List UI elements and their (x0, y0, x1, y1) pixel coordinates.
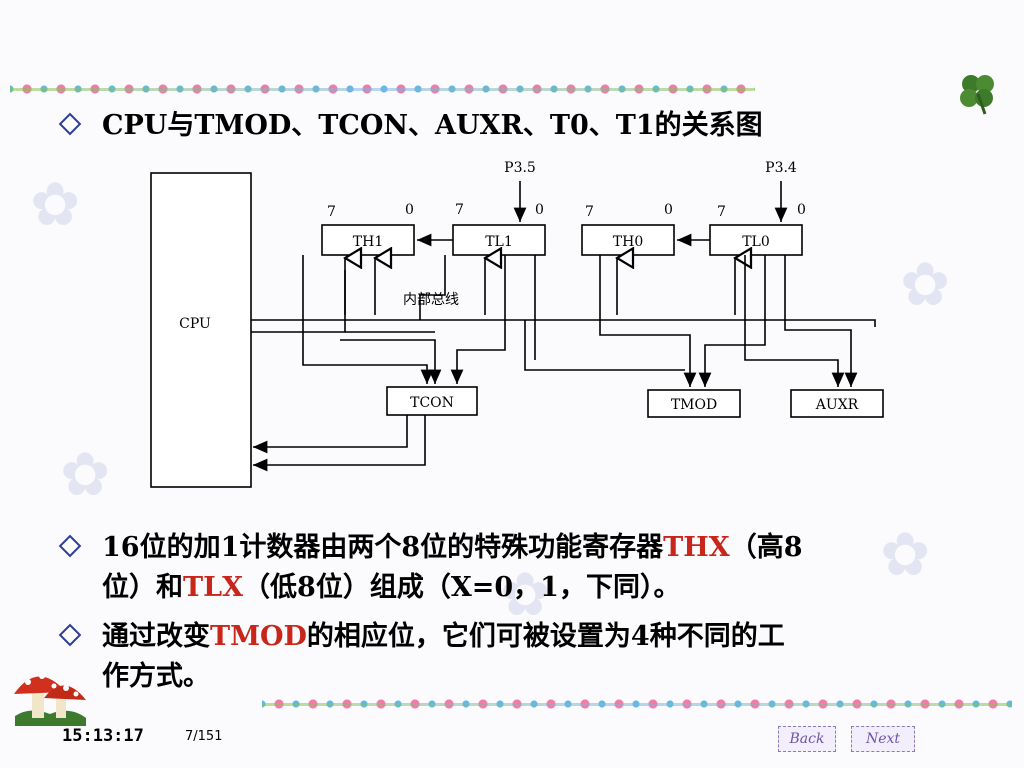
th1-box (321, 224, 415, 256)
tl0-bit-hi: 7 (717, 204, 726, 220)
watermark-flower: ✿ (60, 440, 111, 510)
th0-bit-lo: 0 (664, 202, 673, 218)
th0-label: TH0 (613, 234, 643, 250)
garland-bottom-divider (262, 697, 1012, 711)
paragraph-tmod: 通过改变TMOD的相应位，它们可被设置为4种不同的工 作方式。 (58, 617, 785, 697)
diamond-bullet-icon (58, 623, 82, 647)
paragraph-counter: 16位的加1计数器由两个8位的特殊功能寄存器THX（高8 位）和TLX（低8位）… (58, 528, 803, 608)
tcon-box (386, 386, 478, 416)
paragraph-line-1: 16位的加1计数器由两个8位的特殊功能寄存器THX（高8 (102, 532, 803, 563)
tl1-bit-hi: 7 (455, 202, 464, 218)
register-relationship-diagram: CPU TH1 TL1 TH0 TL0 TCON TMOD AUXR 内部总线 … (150, 160, 884, 488)
p34-label: P3.4 (765, 160, 797, 176)
tl0-bit-lo: 0 (797, 202, 806, 218)
diamond-bullet-icon (58, 534, 82, 558)
th0-bit-hi: 7 (585, 204, 594, 220)
cpu-label: CPU (179, 316, 211, 332)
clover-icon (960, 75, 994, 115)
paragraph-line-1: 通过改变TMOD的相应位，它们可被设置为4种不同的工 (102, 621, 785, 652)
back-button[interactable]: Back (778, 726, 836, 752)
tl1-bit-lo: 0 (535, 202, 544, 218)
tmod-box (647, 389, 741, 418)
mushroom-icon (14, 673, 86, 726)
tcon-label: TCON (410, 395, 454, 411)
auxr-label: AUXR (815, 397, 859, 413)
tlx-highlight: TLX (183, 572, 244, 603)
th1-bit-hi: 7 (327, 204, 336, 220)
tl0-box (709, 224, 803, 256)
diamond-bullet-icon (58, 112, 82, 136)
page-number: 7/151 (185, 729, 223, 744)
slide-title: CPU与TMOD、TCON、AUXR、T0、T1的关系图 (58, 106, 763, 146)
watermark-flower: ✿ (880, 520, 931, 590)
paragraph-line-2: 位）和TLX（低8位）组成（X=0，1，下同）。 (102, 572, 681, 603)
title-text: CPU与TMOD、TCON、AUXR、T0、T1的关系图 (102, 110, 763, 141)
tl1-label: TL1 (485, 234, 513, 250)
th1-bit-lo: 0 (405, 202, 414, 218)
p35-label: P3.5 (504, 160, 536, 176)
tmod-label: TMOD (671, 397, 717, 413)
th1-label: TH1 (353, 234, 383, 250)
cpu-box (150, 172, 252, 488)
paragraph-line-2: 作方式。 (102, 661, 210, 692)
clock-time: 15:13:17 (62, 726, 144, 746)
next-button[interactable]: Next (851, 726, 915, 752)
internal-bus-label: 内部总线 (403, 292, 459, 308)
watermark-flower: ✿ (30, 170, 81, 240)
garland-top-divider (10, 82, 755, 96)
thx-highlight: THX (663, 532, 730, 563)
auxr-box (790, 389, 884, 418)
tmod-highlight: TMOD (210, 621, 307, 652)
tl0-label: TL0 (742, 234, 770, 250)
watermark-flower: ✿ (500, 560, 551, 630)
watermark-flower: ✿ (900, 250, 951, 320)
